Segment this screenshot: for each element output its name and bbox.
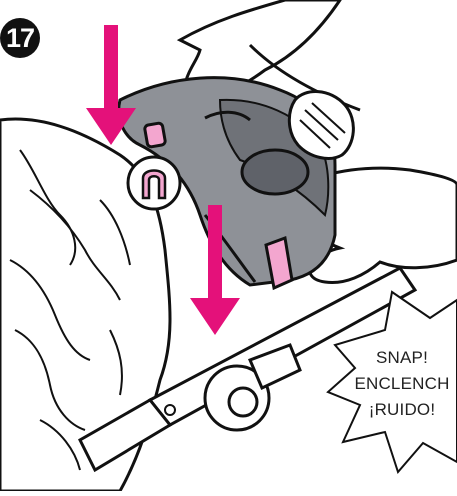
fabric-fold — [109, 329, 123, 396]
knob-ridge — [304, 109, 339, 141]
detail-callout — [126, 155, 182, 211]
snap-text: SNAP! — [375, 348, 429, 367]
knob-ridge — [311, 102, 346, 134]
shell-recess — [240, 148, 310, 196]
step-number-badge: 17 — [0, 18, 40, 58]
latch-tab — [143, 121, 167, 149]
shell-slot — [204, 110, 251, 122]
knob-ridge — [299, 119, 331, 149]
down-arrow-icon — [190, 205, 240, 335]
fabric-fold — [14, 329, 86, 431]
snap-starburst — [326, 290, 457, 474]
latch-tab-lower — [264, 235, 294, 291]
frame-bar-lower — [78, 398, 173, 473]
fabric-fold — [9, 259, 91, 361]
fabric-fold — [39, 419, 81, 471]
pivot-hub-inner — [227, 386, 259, 418]
hinge-bracket — [248, 343, 302, 391]
fabric-fold — [99, 199, 131, 266]
top-hand — [176, 0, 342, 99]
u-latch-icon — [141, 169, 167, 200]
rivet — [164, 404, 176, 416]
enclench-text: ENCLENCH — [354, 374, 450, 393]
ruido-text: ¡RUIDO! — [368, 400, 436, 419]
fabric-fold — [29, 189, 121, 301]
down-arrow-icon — [86, 25, 136, 145]
fabric-fold — [19, 149, 77, 266]
